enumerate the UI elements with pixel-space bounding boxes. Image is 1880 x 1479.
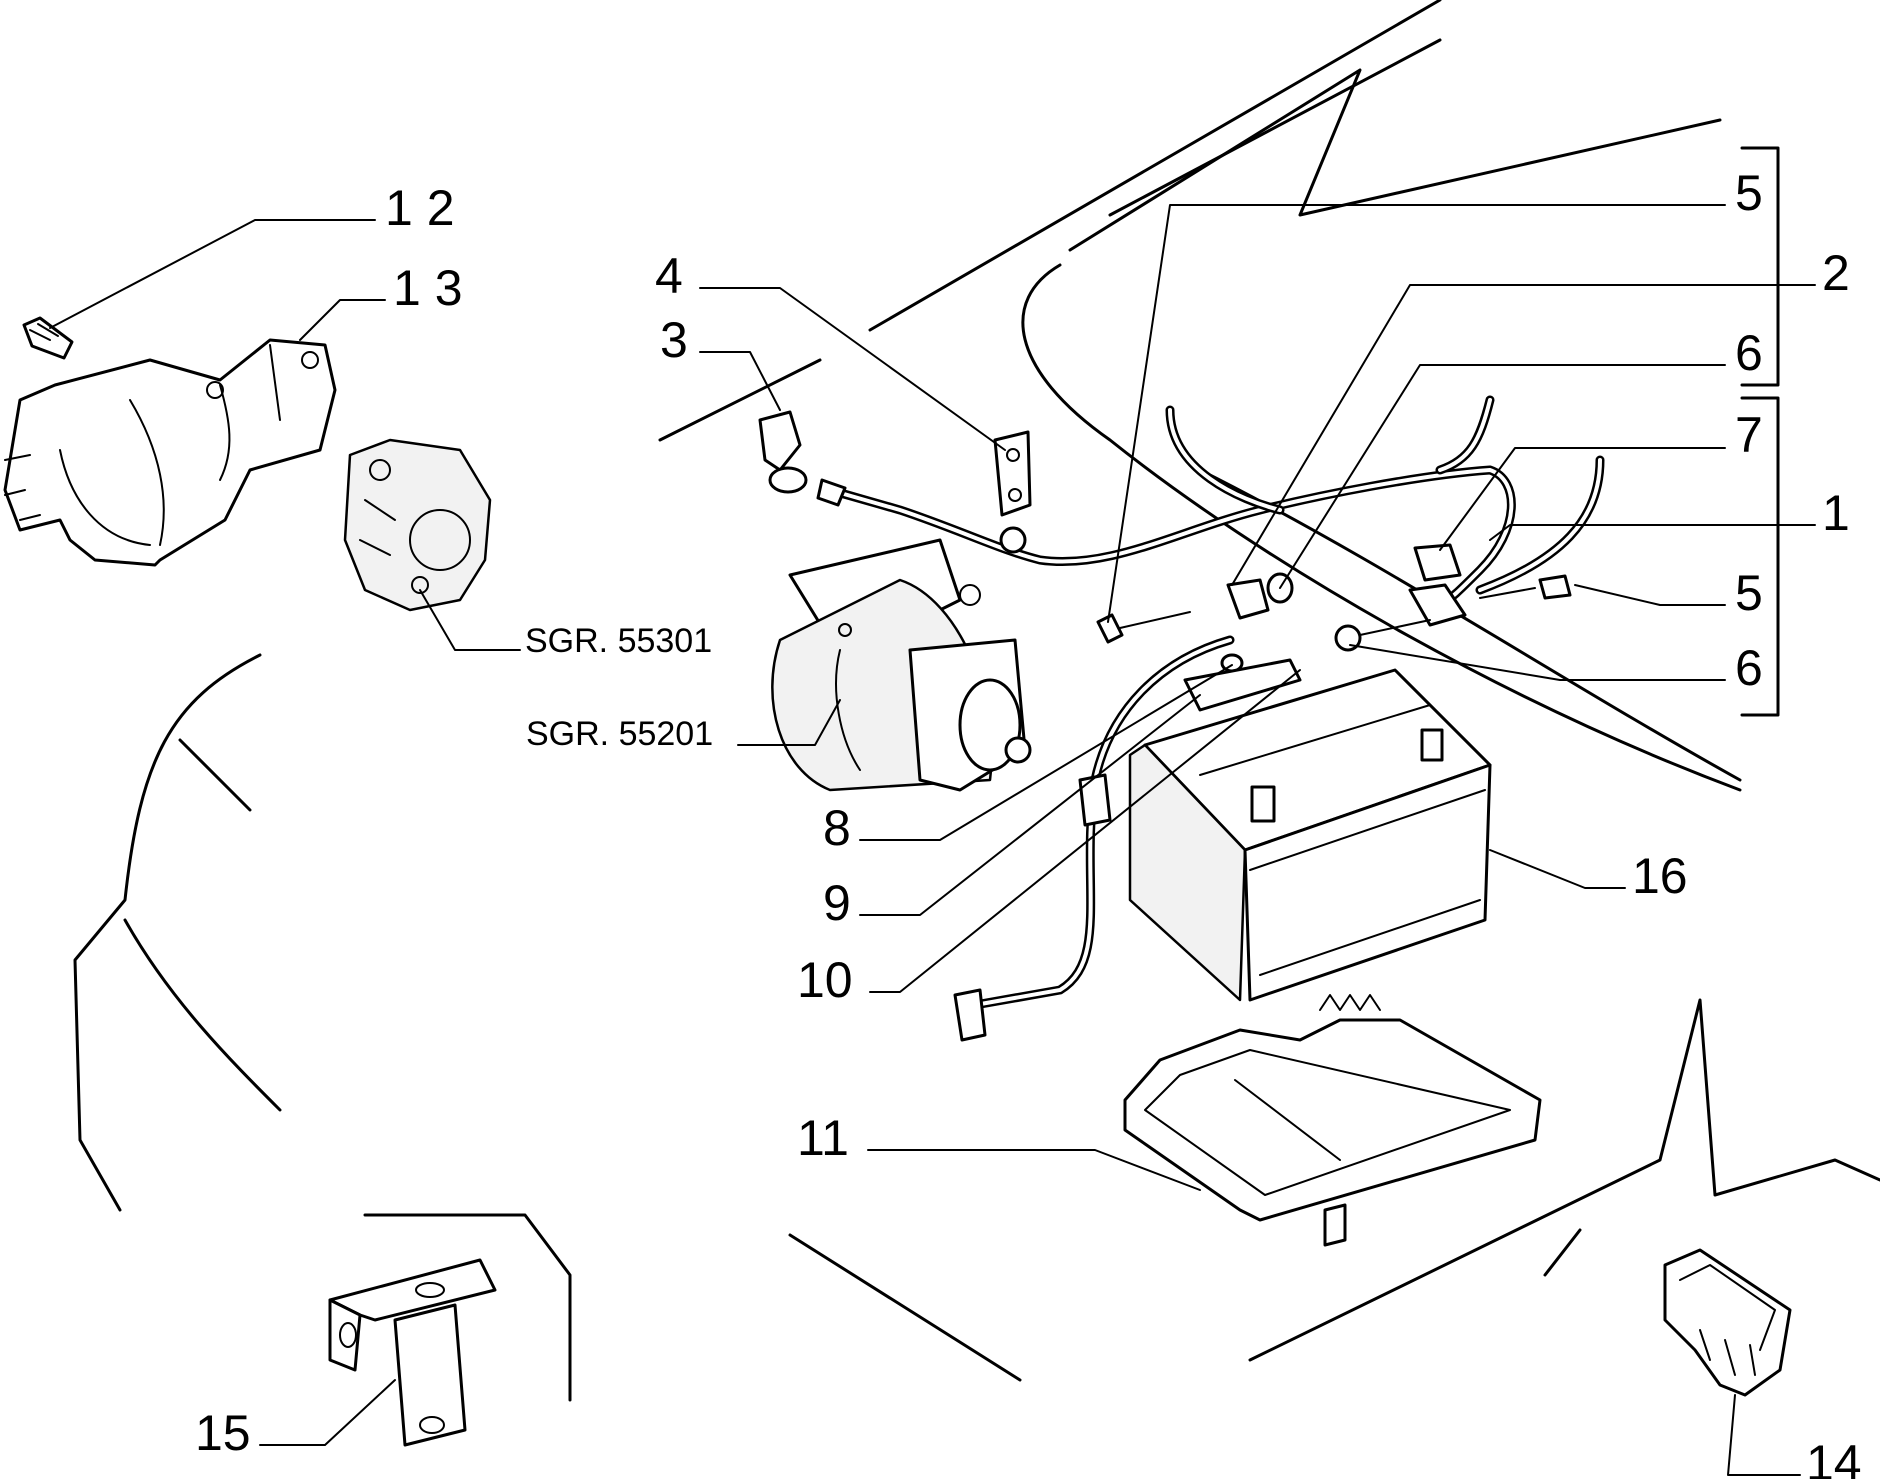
battery-part-16 (1128, 668, 1492, 1002)
callout-10: 10 (797, 952, 853, 1008)
cable-harness-part-1 (816, 395, 1605, 610)
callout-14: 14 (1806, 1435, 1862, 1479)
callout-6-top: 6 (1735, 325, 1763, 381)
callout-12: 1 2 (385, 180, 455, 236)
callout-6-right: 6 (1735, 640, 1763, 696)
bracket-part-15 (328, 1258, 497, 1447)
callout-3: 3 (660, 312, 688, 368)
callout-labels: 1 2 1 3 4 3 5 2 6 7 1 5 6 8 9 10 16 11 1… (195, 165, 1862, 1479)
callout-1: 1 (1822, 485, 1850, 541)
starter-motor-illustration (771, 538, 1032, 792)
callout-9: 9 (823, 875, 851, 931)
callout-5-right: 5 (1735, 565, 1763, 621)
callout-15: 15 (195, 1405, 251, 1461)
callout-16: 16 (1632, 848, 1688, 904)
reference-starter: SGR. 55201 (526, 715, 713, 753)
grommet-part-3 (758, 410, 808, 494)
ground-cable (953, 635, 1235, 1042)
fuse-box-part-14 (1663, 1248, 1792, 1397)
callout-8: 8 (823, 800, 851, 856)
bolt-part-12 (22, 316, 74, 360)
alternator-illustration (343, 438, 492, 612)
callout-4: 4 (655, 248, 683, 304)
reference-alternator: SGR. 55301 (525, 622, 712, 660)
clip-part-4 (993, 430, 1032, 517)
callout-13: 1 3 (393, 260, 463, 316)
callout-2: 2 (1822, 245, 1850, 301)
leader-lines (49, 146, 1816, 1476)
battery-terminal-parts (1096, 543, 1572, 712)
callout-7: 7 (1735, 407, 1763, 463)
battery-tray-part-11 (1123, 994, 1542, 1247)
timing-cover-part-13 (3, 338, 337, 567)
callout-5-top: 5 (1735, 165, 1763, 221)
callout-11: 11 (797, 1110, 849, 1166)
